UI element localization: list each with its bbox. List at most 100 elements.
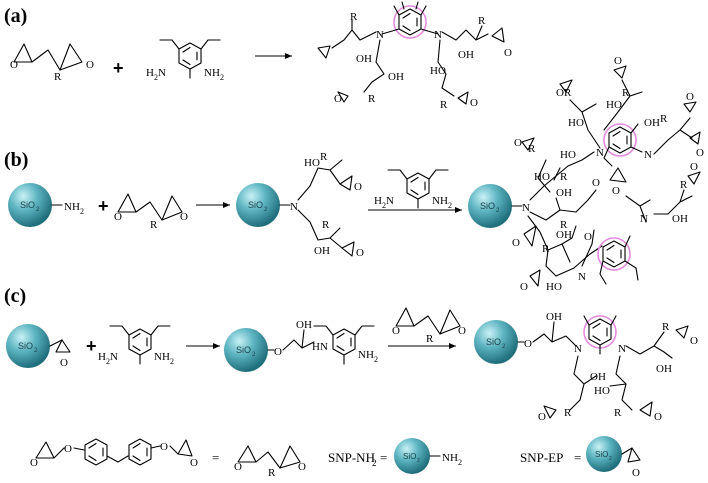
highlight-circle xyxy=(603,123,637,157)
svg-text:O: O xyxy=(86,59,94,71)
panel-b-epoxy-reactant: O R O xyxy=(114,193,188,231)
svg-text:O: O xyxy=(584,231,592,243)
svg-text:H: H xyxy=(98,351,106,363)
svg-text:N: N xyxy=(434,29,442,41)
svg-text:O: O xyxy=(392,325,400,337)
svg-text:N: N xyxy=(618,343,626,355)
legend-epoxy-shorthand: O R O xyxy=(234,445,306,479)
svg-text:R: R xyxy=(542,243,550,255)
svg-text:R: R xyxy=(426,333,434,345)
svg-text:N: N xyxy=(158,67,166,79)
panel-c-epoxy-reagent: O R O xyxy=(392,307,466,345)
svg-text:OH: OH xyxy=(656,363,672,375)
svg-text:O: O xyxy=(612,185,620,197)
svg-text:O: O xyxy=(334,93,342,105)
svg-text:SiO: SiO xyxy=(403,452,416,461)
svg-text:N: N xyxy=(578,271,586,283)
svg-text:R: R xyxy=(660,113,668,125)
svg-text:O: O xyxy=(30,457,38,469)
svg-text:OH: OH xyxy=(458,49,474,61)
svg-text:2: 2 xyxy=(154,73,158,82)
svg-text:R: R xyxy=(320,151,328,163)
svg-text:R: R xyxy=(614,407,622,419)
svg-text:2: 2 xyxy=(458,458,462,467)
svg-text:R: R xyxy=(54,71,62,83)
svg-text:NH: NH xyxy=(204,67,220,79)
svg-text:O: O xyxy=(690,335,698,347)
svg-text:N: N xyxy=(574,343,582,355)
svg-text:OH: OH xyxy=(314,245,330,257)
svg-text:N: N xyxy=(644,149,652,161)
svg-text:O: O xyxy=(10,59,18,71)
svg-text:O: O xyxy=(114,211,122,223)
svg-text:O: O xyxy=(614,55,622,67)
svg-text:OH: OH xyxy=(296,319,312,331)
svg-text:R: R xyxy=(350,11,358,23)
svg-text:O: O xyxy=(180,211,188,223)
svg-text:R: R xyxy=(478,15,486,27)
plus-sign-c: + xyxy=(86,336,97,356)
panel-b-dendritic-product: N HO HO N N R HO O HO R O OH R O O R O xyxy=(511,55,704,293)
svg-text:SiO: SiO xyxy=(236,345,251,355)
svg-text:O: O xyxy=(514,137,522,149)
svg-text:O: O xyxy=(60,357,68,369)
svg-text:SiO: SiO xyxy=(18,341,33,351)
svg-text:NH: NH xyxy=(358,349,374,361)
svg-text:O: O xyxy=(690,161,698,173)
svg-text:2: 2 xyxy=(80,207,84,216)
svg-text:OH: OH xyxy=(388,71,404,83)
svg-text:H: H xyxy=(374,195,382,207)
svg-text:O: O xyxy=(524,338,532,350)
svg-text:H: H xyxy=(146,67,154,79)
svg-text:HO: HO xyxy=(304,157,320,169)
svg-text:HN: HN xyxy=(312,341,328,353)
svg-text:R: R xyxy=(680,179,688,191)
svg-text:2: 2 xyxy=(264,207,268,213)
svg-text:NH: NH xyxy=(154,351,170,363)
svg-text:2: 2 xyxy=(496,208,500,214)
amine-group: NH xyxy=(64,201,80,213)
svg-text:O: O xyxy=(632,467,640,479)
equals-sign-1: = xyxy=(212,450,219,465)
svg-text:2: 2 xyxy=(106,357,110,366)
svg-text:O: O xyxy=(356,247,364,259)
svg-text:R: R xyxy=(440,99,448,111)
svg-text:O: O xyxy=(504,47,512,59)
svg-text:R: R xyxy=(564,407,572,419)
svg-text:O: O xyxy=(520,281,528,293)
plus-sign: + xyxy=(113,58,124,78)
svg-text:2: 2 xyxy=(448,201,452,210)
svg-text:OH: OH xyxy=(672,213,688,225)
panel-label-c: (c) xyxy=(4,285,26,307)
svg-text:OH: OH xyxy=(356,53,372,65)
svg-text:HO: HO xyxy=(560,149,576,161)
svg-text:O: O xyxy=(654,411,662,423)
svg-text:R: R xyxy=(368,93,376,105)
svg-text:R: R xyxy=(564,87,572,99)
svg-text:O: O xyxy=(64,443,72,455)
svg-text:OH: OH xyxy=(590,371,606,383)
svg-text:O: O xyxy=(160,441,168,453)
svg-text:2: 2 xyxy=(502,344,506,350)
svg-text:HO: HO xyxy=(430,65,446,77)
svg-text:2: 2 xyxy=(417,458,420,464)
svg-text:OH: OH xyxy=(556,187,572,199)
svg-text:O: O xyxy=(696,147,704,159)
svg-text:R: R xyxy=(622,87,630,99)
svg-text:N: N xyxy=(522,202,530,214)
svg-text:R: R xyxy=(560,171,568,183)
svg-text:2: 2 xyxy=(372,458,377,468)
svg-text:2: 2 xyxy=(609,456,612,462)
svg-text:R: R xyxy=(528,143,536,155)
panel-a-product: N N R OH OH R O R OH O HO R O xyxy=(317,1,512,111)
svg-text:HO: HO xyxy=(546,281,562,293)
